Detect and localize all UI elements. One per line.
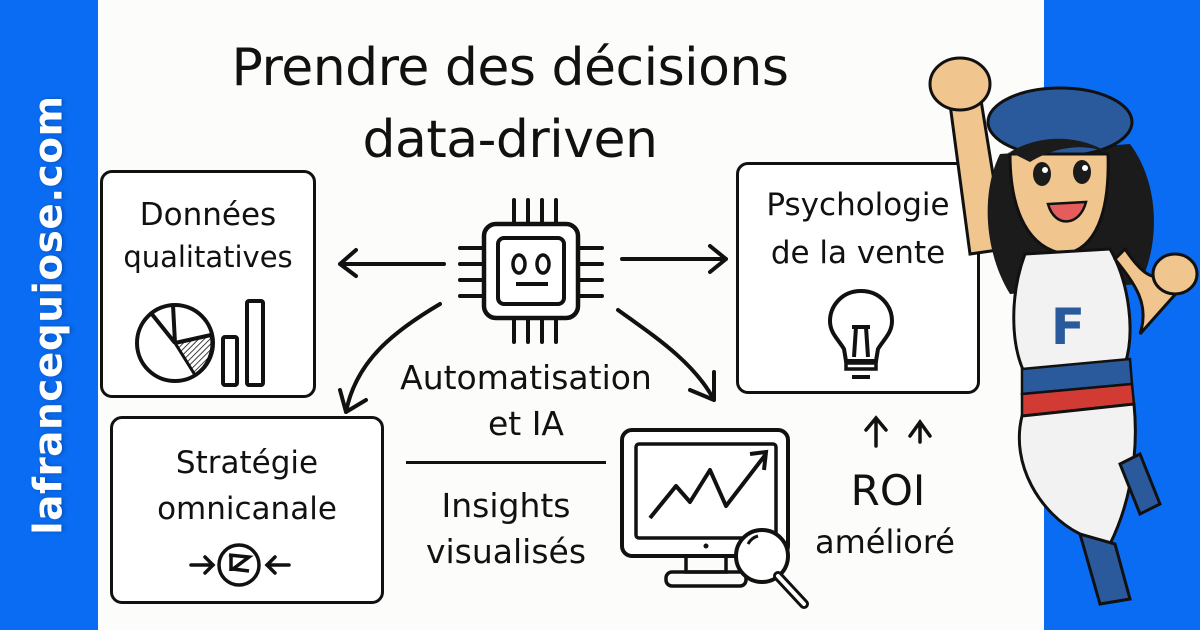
up-arrows-icon [864, 415, 932, 448]
node-psychologie-line2: de la vente [770, 235, 946, 271]
node-automatisation-line1: Automatisation [400, 358, 652, 397]
node-strategie-line2: omnicanale [157, 491, 337, 527]
arrow-to-donnees [338, 248, 446, 278]
node-roi-line2: amélioré [815, 523, 955, 561]
site-url-label: lafrancequiose.com [26, 95, 72, 535]
node-automatisation-line2: et IA [487, 404, 565, 443]
node-insights-line1: Insights [441, 486, 571, 525]
ai-chip-icon [458, 198, 604, 344]
mascot-character-illustration: F [928, 56, 1199, 606]
node-donnees-line2: qualitatives [123, 240, 293, 274]
arrow-to-strategie [338, 302, 442, 414]
svg-text:F: F [1051, 298, 1085, 356]
arrow-to-insights [616, 308, 716, 402]
brand-band-left [0, 0, 98, 630]
node-insights-line2: visualisés [425, 532, 587, 571]
page-title-line1: Prendre des décisions [231, 38, 789, 98]
node-psychologie-vente: Psychologie de la vente [736, 162, 980, 394]
node-psychologie-line1: Psychologie [766, 187, 950, 223]
node-donnees-line1: Données [139, 197, 277, 233]
converging-arrows-target-icon [189, 543, 291, 587]
node-strategie-omnicanale: Stratégie omnicanale [110, 416, 384, 604]
monitor-chart-magnifier-icon [620, 428, 809, 609]
node-donnees-qualitatives: Données qualitatives [100, 170, 316, 398]
pie-and-bar-chart-icon [135, 299, 265, 387]
node-strategie-line1: Stratégie [175, 445, 319, 481]
divider-line [406, 461, 606, 464]
lightbulb-icon [827, 288, 895, 379]
node-roi-line1: ROI [850, 466, 926, 515]
arrow-to-psychologie [620, 244, 728, 274]
page-title-line2: data-driven [362, 110, 658, 170]
